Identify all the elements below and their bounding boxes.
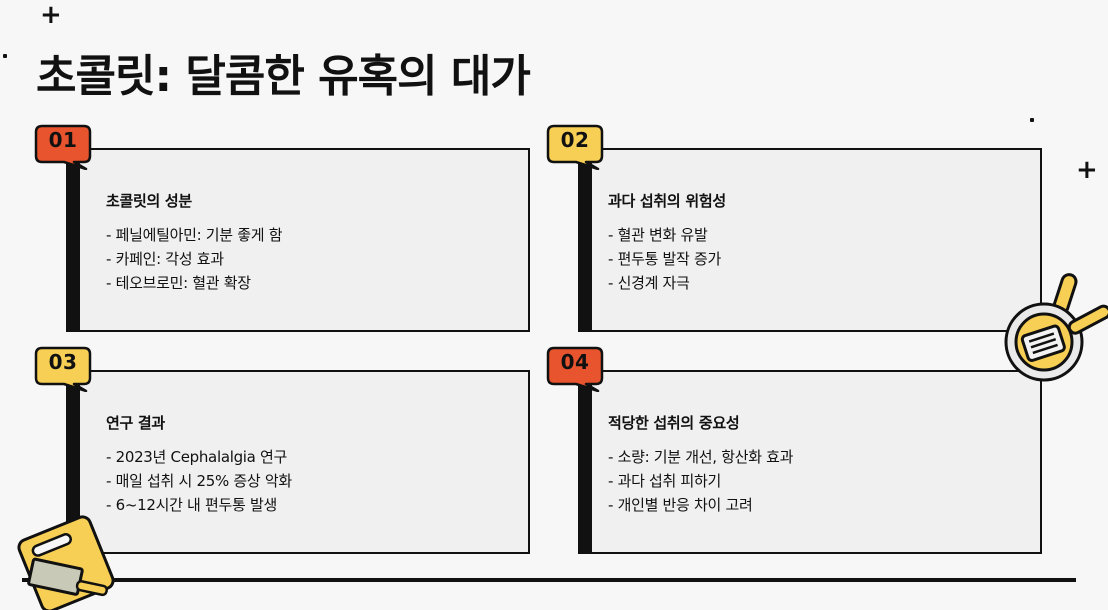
dot-decoration [1030, 118, 1034, 122]
list-item: - 편두통 발작 증가 [608, 250, 722, 268]
dot-decoration [3, 54, 7, 58]
card-list: - 소량: 기분 개선, 항산화 효과 - 과다 섭취 피하기 - 개인별 반응… [608, 445, 793, 517]
card-heading: 적당한 섭취의 중요성 [608, 414, 740, 432]
card-number-badge: 02 [546, 124, 604, 170]
list-item: - 매일 섭취 시 25% 증상 악화 [106, 472, 292, 490]
card-list: - 혈관 변화 유발 - 편두통 발작 증가 - 신경계 자극 [608, 223, 726, 295]
card-list: - 2023년 Cephalalgia 연구 - 매일 섭취 시 25% 증상 … [106, 445, 292, 517]
card-number: 03 [48, 350, 78, 374]
card-4: 적당한 섭취의 중요성 - 소량: 기분 개선, 항산화 효과 - 과다 섭취 … [590, 370, 1042, 554]
card-heading: 연구 결과 [106, 414, 165, 432]
list-item: - 페닐에틸아민: 기분 좋게 함 [106, 226, 283, 244]
list-item: - 혈관 변화 유발 [608, 226, 708, 244]
list-item: - 카페인: 각성 효과 [106, 250, 224, 268]
list-item: - 6~12시간 내 편두통 발생 [106, 496, 277, 514]
card-3: 연구 결과 - 2023년 Cephalalgia 연구 - 매일 섭취 시 2… [78, 370, 530, 554]
page-title: 초콜릿: 달콤한 유혹의 대가 [36, 51, 531, 102]
plus-icon: + [1076, 155, 1098, 185]
card-heading: 초콜릿의 성분 [106, 192, 192, 210]
bottom-divider [22, 578, 1076, 582]
list-item: - 2023년 Cephalalgia 연구 [106, 448, 288, 466]
card-number: 01 [48, 128, 78, 152]
list-item: - 신경계 자극 [608, 274, 690, 292]
list-item: - 과다 섭취 피하기 [608, 472, 722, 490]
card-1: 초콜릿의 성분 - 페닐에틸아민: 기분 좋게 함 - 카페인: 각성 효과 -… [78, 148, 530, 332]
cutting-board-icon [17, 515, 115, 610]
list-item: - 소량: 기분 개선, 항산화 효과 [608, 448, 794, 466]
card-heading: 과다 섭취의 위험성 [608, 192, 726, 210]
list-item: - 개인별 반응 차이 고려 [608, 496, 753, 514]
card-list: - 페닐에틸아민: 기분 좋게 함 - 카페인: 각성 효과 - 테오브로민: … [106, 223, 283, 295]
card-number-badge: 04 [546, 346, 604, 392]
card-number-badge: 03 [34, 346, 92, 392]
card-number: 02 [560, 128, 590, 152]
card-number: 04 [560, 350, 590, 374]
card-number-badge: 01 [34, 124, 92, 170]
plus-icon: + [40, 0, 62, 30]
card-2: 과다 섭취의 위험성 - 혈관 변화 유발 - 편두통 발작 증가 - 신경계 … [590, 148, 1042, 332]
list-item: - 테오브로민: 혈관 확장 [106, 274, 251, 292]
pan-icon [1004, 273, 1108, 382]
